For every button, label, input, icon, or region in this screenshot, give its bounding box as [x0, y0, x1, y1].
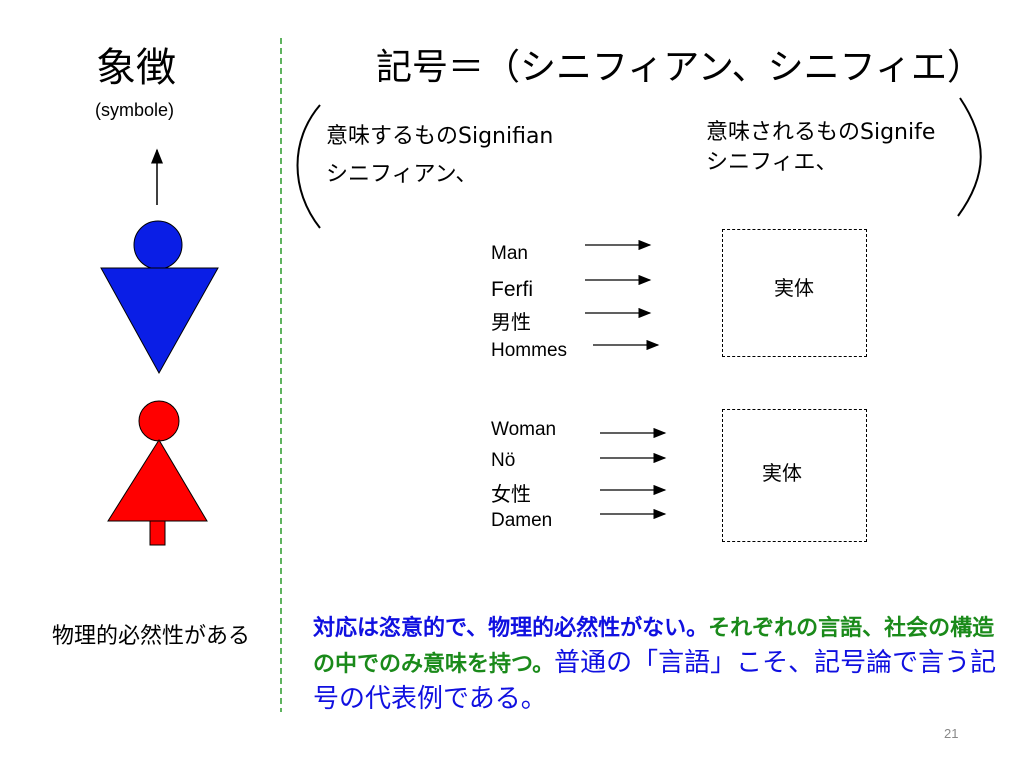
signifiant-block: 意味するものSignifian シニフィアン、 [326, 122, 553, 190]
conclusion-part1: 対応は恣意的で、物理的必然性がない。 [313, 616, 709, 641]
symbol-subtitle: (symbole) [95, 100, 175, 120]
male-word: Ferfi [491, 278, 533, 301]
female-symbol-icon [107, 400, 208, 546]
conclusion-part2: それぞれの言語、社会の構造の中でのみ意味を持つ。 [313, 616, 995, 677]
page-number: 21 [944, 726, 959, 741]
male-word: Man [491, 243, 528, 264]
conclusion-part3: 普通の「言語」こそ、記号論で言う記号の代表例である。 [313, 648, 997, 714]
signifie-katakana: シニフィエ、 [706, 150, 838, 175]
female-entity-label: 実体 [762, 461, 802, 485]
female-entity-box [722, 409, 867, 542]
male-symbol-icon [100, 220, 219, 375]
signifie-label: 意味されるものSignife [706, 120, 936, 145]
female-word: Nö [491, 450, 516, 471]
sign-title: 記号＝（シニフィアン、シニフィエ） [376, 47, 983, 88]
necessity-text: 物理的必然性がある [52, 624, 251, 649]
female-word: Damen [491, 510, 553, 531]
right-paren [957, 97, 982, 217]
left-paren [296, 104, 321, 229]
signifiant-katakana: シニフィアン、 [326, 162, 478, 187]
female-word: Woman [491, 419, 557, 440]
conclusion-text: 対応は恣意的で、物理的必然性がない。それぞれの言語、社会の構造の中でのみ意味を持… [313, 612, 1013, 718]
signifiant-label: 意味するものSignifian [326, 124, 554, 149]
male-word: 男性 [491, 310, 531, 334]
male-entity-label: 実体 [774, 276, 814, 300]
female-word: 女性 [491, 482, 531, 506]
male-entity-box [722, 229, 867, 357]
symbol-title: 象徴 [96, 45, 176, 91]
signifie-block: 意味されるものSignife シニフィエ、 [706, 118, 935, 178]
male-word: Hommes [491, 340, 568, 361]
